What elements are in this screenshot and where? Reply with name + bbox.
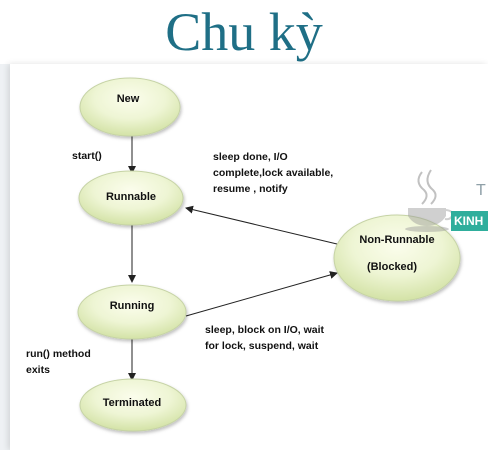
edge-label-run-exits: run() method exits	[26, 348, 91, 376]
logo-letter: T	[476, 182, 486, 199]
node-blocked-label: (Blocked)	[367, 261, 417, 273]
node-non-runnable: Non-Runnable (Blocked)	[333, 214, 461, 302]
edge-label-sleep-block: sleep, block on I/O, wait for lock, susp…	[205, 324, 325, 352]
node-runnable: Runnable	[78, 170, 184, 226]
node-non-runnable-label: Non-Runnable	[359, 234, 434, 246]
node-terminated-label: Terminated	[103, 397, 161, 409]
node-running-label: Running	[110, 300, 155, 312]
java-cup-icon	[405, 169, 454, 232]
edge-nonrunnable-runnable	[185, 205, 338, 245]
edge-label-start: start()	[72, 150, 102, 162]
node-terminated: Terminated	[79, 378, 187, 432]
edge-running-nonrunnable	[185, 271, 338, 317]
node-runnable-label: Runnable	[106, 191, 156, 203]
node-new-label: New	[117, 93, 140, 105]
page-title: Chu kỳ	[0, 0, 488, 64]
node-running: Running	[77, 284, 187, 340]
node-new: New	[79, 77, 181, 137]
logo-badge: KINH	[451, 211, 488, 231]
edge-label-sleep-done: sleep done, I/O complete,lock available,…	[213, 151, 334, 195]
